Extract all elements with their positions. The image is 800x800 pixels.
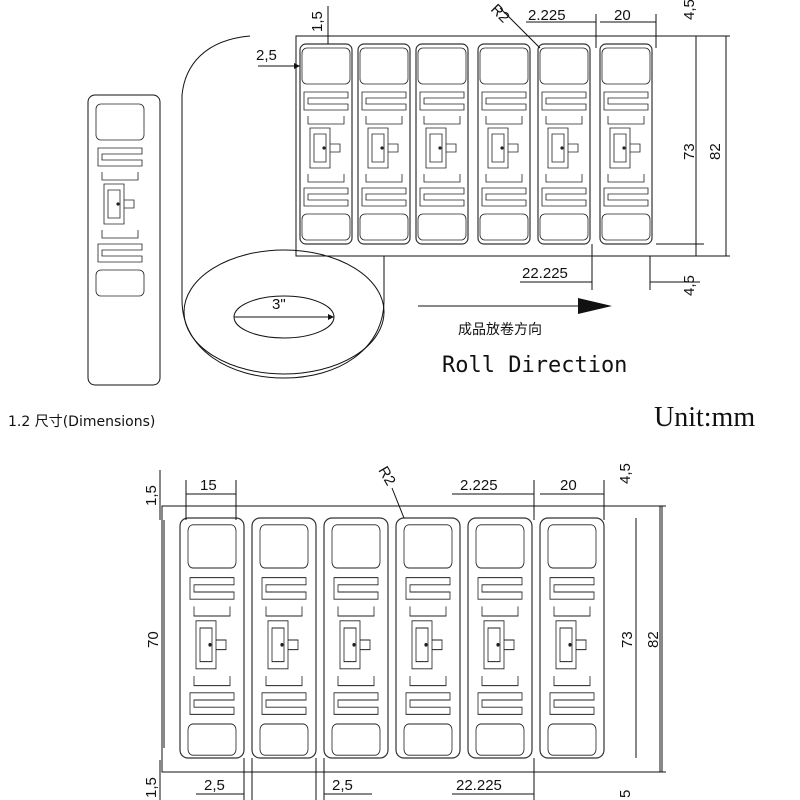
roll-labels (299, 43, 653, 245)
direction-arrow-icon (578, 298, 612, 314)
dimension-diagram: 1,5 15 R2 2.225 20 4,5 70 73 82 1,5 2,5 … (143, 463, 666, 800)
roll-end (183, 249, 385, 375)
dim-radius: R2 (487, 1, 513, 27)
direction-english: Roll Direction (442, 353, 627, 378)
dim-side-margin: 2,5 (256, 47, 277, 64)
b-dim-label-height: 73 (619, 631, 636, 648)
b-dim-inlay-width: 15 (200, 477, 217, 494)
b-dim-edge-bottom: 5 (617, 790, 634, 798)
labels-row (179, 517, 605, 759)
liner (161, 505, 663, 773)
b-dim-inlay-height: 70 (145, 631, 162, 648)
b-dim-top-margin: 1,5 (143, 485, 160, 506)
b-dim-edge-top: 4,5 (617, 463, 634, 484)
b-dim-label-width: 20 (560, 477, 577, 494)
single-label-inlay (95, 103, 145, 297)
dim-bottom-pitch: 22.225 (522, 265, 568, 282)
roll-outline (181, 35, 385, 379)
dim-top-margin: 1,5 (309, 11, 326, 32)
dim-label-height: 73 (681, 143, 698, 160)
b-dim-gap-b: 2,5 (332, 777, 353, 794)
b-dim-radius: R2 (375, 464, 399, 489)
b-dim-liner-width: 82 (645, 631, 662, 648)
dim-edge-bottom: 4,5 (681, 275, 698, 296)
core-label: 3" (272, 296, 286, 313)
unit-label: Unit:mm (654, 402, 755, 433)
dim-pitch: 2.225 (528, 7, 566, 24)
b-dim-pitch: 2.225 (460, 477, 498, 494)
single-label (87, 94, 161, 386)
b-dim-bottom-pitch: 22.225 (456, 777, 502, 794)
section-title: 1.2 尺寸(Dimensions) (8, 414, 155, 430)
dim-label-width: 20 (614, 7, 631, 24)
roll-diagram: 3" 1,5 2,5 R2 2.225 20 4 (87, 0, 730, 386)
direction-chinese: 成品放卷方向 (458, 322, 542, 338)
b-dim-bottom-margin: 1,5 (143, 777, 160, 798)
b-dim-gap-a: 2,5 (204, 777, 225, 794)
dim-edge-top: 4,5 (681, 0, 698, 20)
dim-liner-width: 82 (707, 143, 724, 160)
